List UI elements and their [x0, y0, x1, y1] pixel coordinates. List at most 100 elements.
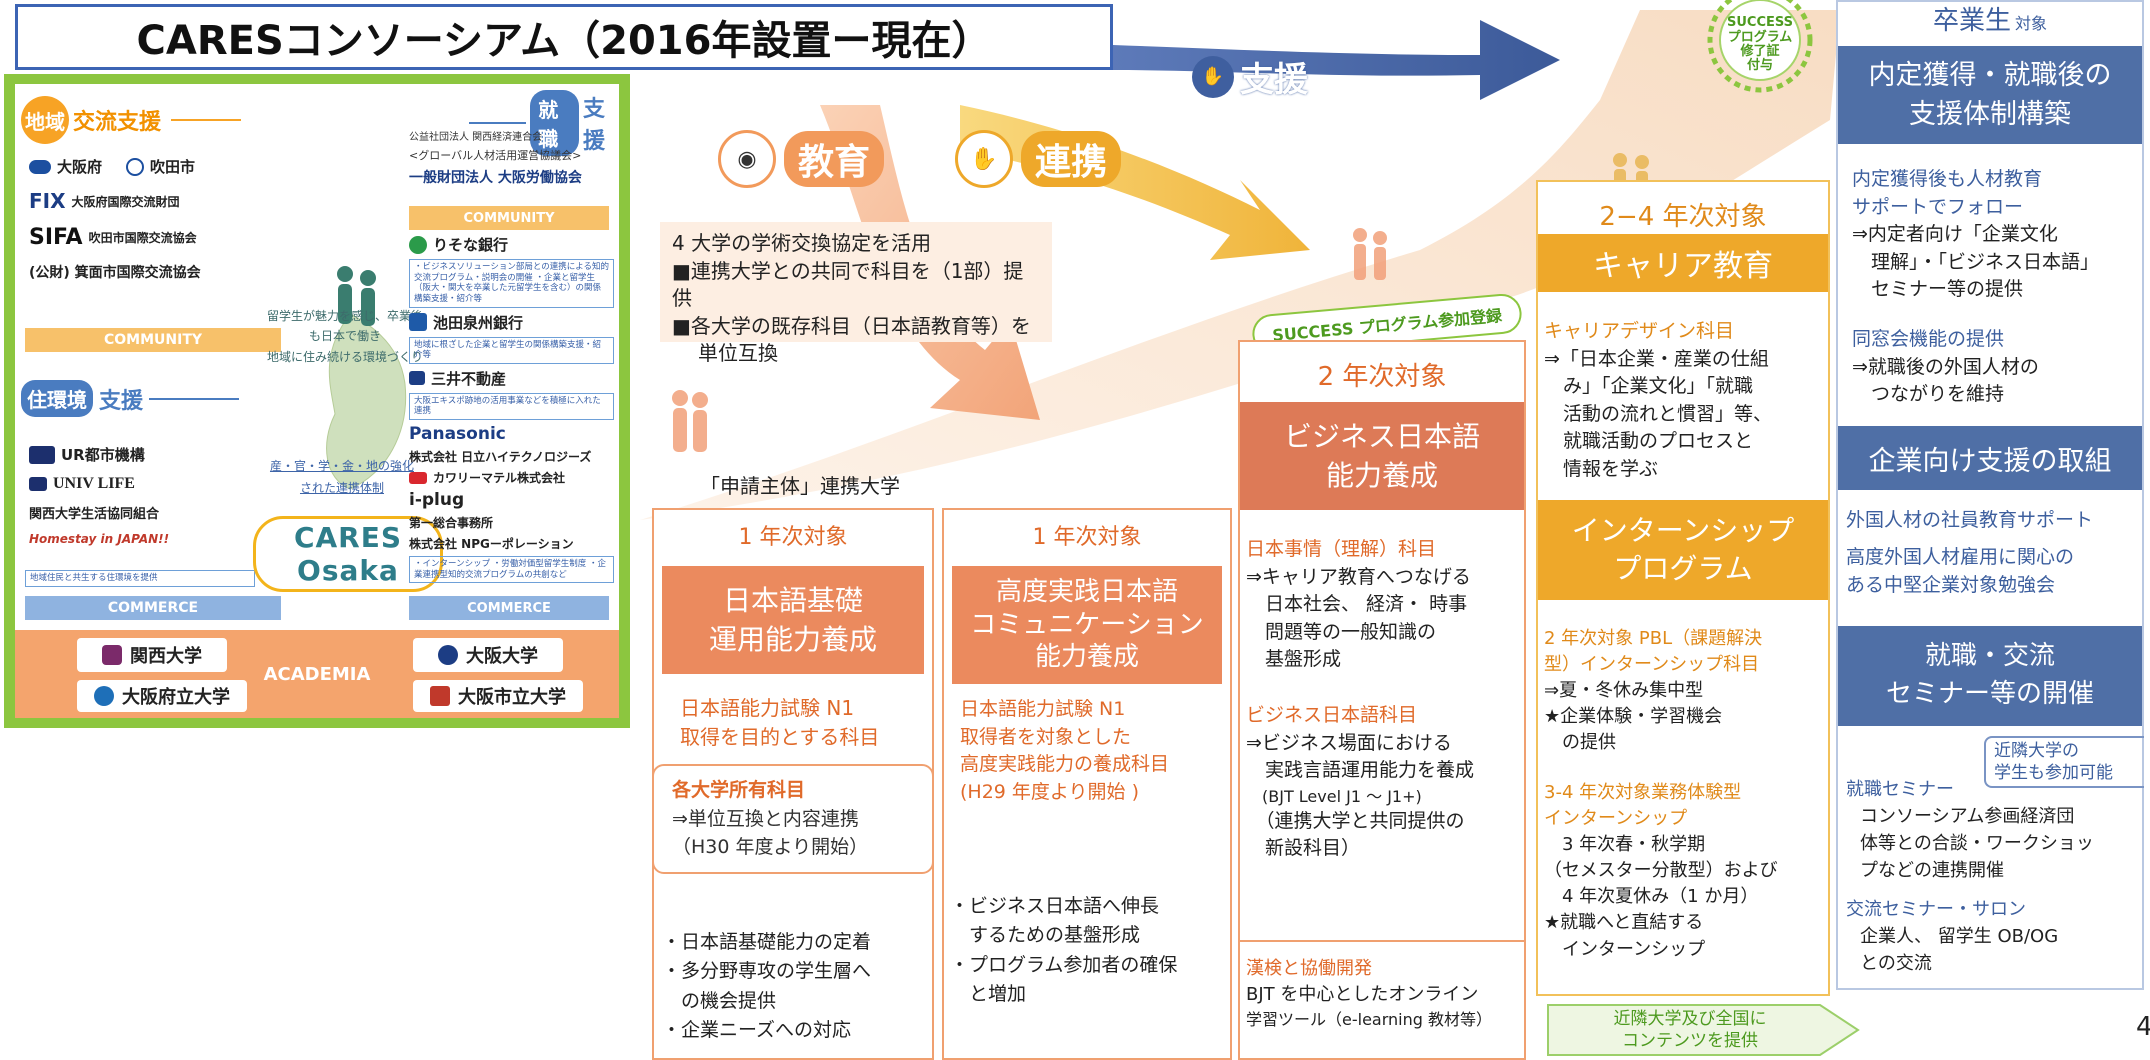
col2-year: 1 年次対象 [1032, 525, 1142, 550]
page-number: 4 [2136, 1012, 2150, 1042]
col4-header1: キャリア教育 [1538, 234, 1828, 292]
applicant-label: 「申請主体」連携大学 [700, 474, 900, 498]
commerce-band-right: COMMERCE [409, 596, 609, 620]
employment-heading-text: 支援 [582, 97, 605, 154]
kansai-logo [102, 645, 122, 665]
ur-logo [29, 445, 55, 464]
employment-top-orgs: 公益社団法人 関西経済連合会 <グローバル人材活用運営協議会> 一般財団法人 大… [409, 132, 582, 186]
community-band-left: COMMUNITY [25, 328, 281, 352]
housing-badge: 住環境 [21, 380, 93, 417]
col5-section1: 内定獲得後も人材教育 サポートでフォロー ⇒内定者向け「企業文化 理解」・「ビジ… [1852, 168, 2100, 301]
handshake-icon: ✋ [955, 130, 1013, 188]
col3-divider [1240, 940, 1524, 942]
divider [469, 122, 527, 124]
col1-bullets: ・日本語基礎能力の定着・多分野専攻の学生層へ の機会提供・企業ニーズへの対応 [662, 931, 872, 1042]
housing-heading: 住環境 支援 [21, 380, 240, 417]
org-hitachi: 株式会社 日立ハイテクノロジーズ [409, 450, 592, 464]
regional-heading-text: 交流支援 [73, 110, 162, 135]
osaka-city-univ-logo [430, 686, 450, 706]
col4-section1: キャリアデザイン科目 ⇒「日本企業・産業の仕組 み」「企業文化」「就職 活動の流… [1544, 320, 1773, 480]
divider [149, 397, 240, 400]
suita-logo [126, 157, 145, 176]
col5-section3: 外国人材の社員教育サポート 高度外国人材雇用に関心のある中堅企業対象勉強会 [1846, 509, 2094, 596]
university-osaka: 大阪大学 [413, 638, 563, 672]
housing-note: 地域住民と共生する住環境を提供 [25, 570, 255, 587]
mitsui-logo [409, 371, 425, 386]
col2-header: 高度実践日本語コミュニケーション能力養成 [952, 566, 1222, 684]
kawari-logo [409, 471, 427, 484]
page-title: CARESコンソーシアム（2016年設置ー現在） [15, 4, 1113, 70]
employment-badge: 就職 [530, 90, 579, 156]
mitsui-note: 大阪エキスポ跡地の活用事業などを積極に入れた連携 [409, 392, 614, 420]
col5-card [1836, 0, 2144, 990]
people-icon [672, 390, 708, 452]
ikeda-logo [409, 313, 427, 331]
education-label: ◉ 教育 [718, 130, 885, 188]
regional-heading: 地域 交流支援 [21, 96, 242, 144]
education-arrow [820, 105, 1040, 420]
employment-orgs: りそな銀行 ・ビジネスソリューション部局との連携による知的交流プログラム・説明会… [409, 234, 614, 584]
corps-note: ・インターンシップ ・労働対価型留学生制度 ・企業連携型知的交流プログラムの共創… [409, 556, 614, 584]
center-text: 留学生が魅力を感じ、卒業後も日本で働き 地域に住み続ける環境づくり [266, 309, 423, 364]
col3-section3: 漢検と協働開発 BJT を中心としたオンライン学習ツール（e-learning … [1246, 958, 1492, 1030]
col4-section3: 3-4 年次対象業務体験型 インターンシップ 3 年次春・秋学期（セメスター分散… [1544, 782, 1778, 960]
academia-label: ACADEMIA [263, 663, 371, 685]
org-i-plug: i-plug [409, 490, 465, 510]
support-label: ✋ 支援 [1192, 52, 1308, 101]
regional-badge: 地域 [21, 96, 69, 144]
col4-section2: 2 年次対象 PBL（課題解決 型）インターンシップ科目 ⇒夏・冬休み集中型★企… [1544, 628, 1763, 754]
resona-note: ・ビジネスソリューション部局との連携による知的交流プログラム・説明会の開催 ・企… [409, 259, 614, 308]
university-osaka-city: 大阪市立大学 [413, 680, 583, 712]
housing-heading-text: 支援 [99, 388, 144, 414]
org-osaka-pref: 大阪府 [29, 156, 102, 177]
col4-year: 2−4 年次対象 [1599, 201, 1767, 232]
cooperation-label: ✋ 連携 [955, 130, 1122, 188]
col1-header: 日本語基礎運用能力養成 [662, 566, 924, 674]
laurel-icon [1707, 0, 1813, 93]
education-info-box: 4 大学の学術交換協定を活用 ■連携大学との共同で科目を（1部）提供 ■各大学の… [660, 222, 1052, 365]
org-panasonic: Panasonic [409, 424, 506, 444]
commerce-band-left: COMMERCE [25, 596, 281, 620]
student-icon: ◉ [718, 130, 776, 188]
org-minoh: (公財) 箕面市国際交流協会 [29, 265, 201, 281]
col5-header3: 就職・交流セミナー等の開催 [1838, 626, 2142, 726]
japan-map-icon [290, 244, 420, 494]
col5-target: 卒業生対象 [1932, 6, 2048, 36]
col3-year: 2 年次対象 [1317, 361, 1447, 392]
org-resona: りそな銀行 [409, 234, 614, 255]
col4-header2: インターンシッププログラム [1538, 500, 1828, 600]
cares-logo: CARES Osaka [253, 516, 443, 592]
org-ur: UR都市機構 [29, 444, 269, 465]
org-mitsui-fudosan: 三井不動産 [409, 368, 614, 389]
osaka-pref-logo [29, 159, 51, 174]
col2-bullets: ・ビジネス日本語へ伸長 するための基盤形成・プログラム参加者の確保 と増加 [950, 895, 1178, 1006]
center-link: 産・官・学・金・地の強化された連携体制 [269, 459, 414, 495]
col5-bracket-note: 近隣大学の学生も参加可能 [1984, 736, 2144, 789]
col3-section1: 日本事情（理解）科目 ⇒キャリア教育へつなげる 日本社会、 経済・ 時事 問題等… [1246, 538, 1471, 671]
org-homestay: Homestay in JAPAN!! [29, 532, 170, 546]
col5-section2: 同窓会機能の提供 ⇒就職後の外国人材の つながりを維持 [1852, 328, 2039, 406]
people-icon-2 [1353, 228, 1387, 280]
community-band-right: COMMUNITY [409, 206, 609, 230]
org-daiichi: 第一総合事務所 [409, 516, 494, 530]
col3-section2: ビジネス日本語科目 ⇒ビジネス場面における 実践言語運用能力を養成 (BJT L… [1246, 704, 1475, 860]
univ-life-logo [29, 477, 47, 491]
col3-header: ビジネス日本語能力養成 [1240, 402, 1524, 510]
housing-org-list: UR都市機構 UNIV LIFE 関西大学生活協同組合 Homestay in … [29, 444, 269, 546]
osaka-univ-logo [438, 645, 458, 665]
contents-arrow [1547, 1004, 1860, 1056]
org-npo: 株式会社 NPGーポレーション [409, 537, 574, 551]
col1-subbox: 各大学所有科目 ⇒単位互換と内容連携 （H30 年度より開始） [652, 764, 934, 874]
org-kansai-coop: 関西大学生活協同組合 [29, 507, 160, 522]
org-kawari: カワリーマテル株式会社 [409, 469, 614, 486]
col5-header2: 企業向け支援の取組 [1838, 426, 2142, 490]
col4-contents-arrow-text: 近隣大学及び全国にコンテンツを提供 [1613, 1008, 1767, 1051]
org-ikeda-senshu: 池田泉州銀行 [409, 312, 614, 333]
handshake-icon: ✋ [1192, 55, 1234, 98]
divider [171, 119, 242, 121]
